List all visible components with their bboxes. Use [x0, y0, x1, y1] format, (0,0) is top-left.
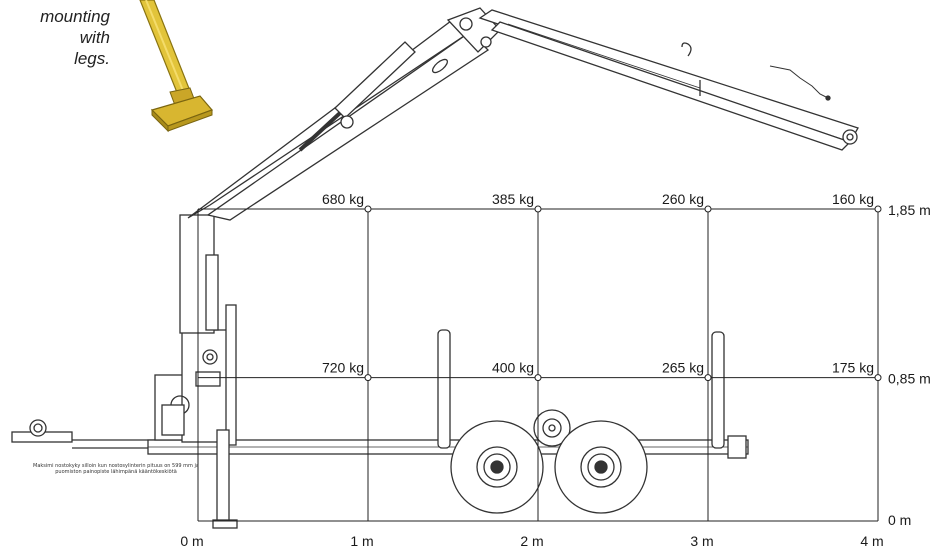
load-label: 265 kg — [662, 360, 704, 376]
load-grid — [197, 205, 882, 522]
load-labels: 680 kg 385 kg 260 kg 160 kg 720 kg 400 kg 265 … — [180, 191, 930, 549]
x-axis-label: 0 m — [180, 533, 203, 549]
feature-caption: mounting with legs. — [0, 6, 110, 69]
caption-line: legs. — [74, 49, 110, 68]
grid-node — [704, 205, 712, 213]
x-axis-label: 2 m — [520, 533, 543, 549]
support-leg-illustration — [139, 0, 214, 133]
caption-line: mounting — [40, 7, 110, 26]
grid-node — [704, 374, 712, 382]
load-label: 720 kg — [322, 360, 364, 376]
load-label: 160 kg — [832, 191, 874, 207]
caption-line: with — [79, 28, 110, 47]
y-axis-label: 0 m — [888, 512, 911, 528]
x-axis-label: 4 m — [860, 533, 883, 549]
load-label: 260 kg — [662, 191, 704, 207]
grid-node — [534, 374, 542, 382]
grid-node — [364, 205, 372, 213]
grid-node — [364, 374, 372, 382]
load-label: 680 kg — [322, 191, 364, 207]
footnote: Maksimi nostokyky silloin kun nostosylin… — [33, 463, 199, 475]
load-label: 385 kg — [492, 191, 534, 207]
y-axis-label: 0,85 m — [888, 371, 931, 387]
grid-node — [534, 205, 542, 213]
y-axis-label: 1,85 m — [888, 202, 931, 218]
load-label: 400 kg — [492, 360, 534, 376]
grid-node — [874, 205, 882, 213]
x-axis-label: 1 m — [350, 533, 373, 549]
x-axis-label: 3 m — [690, 533, 713, 549]
trailer-crane-illustration — [11, 7, 859, 529]
grid-node — [874, 374, 882, 382]
load-label: 175 kg — [832, 360, 874, 376]
